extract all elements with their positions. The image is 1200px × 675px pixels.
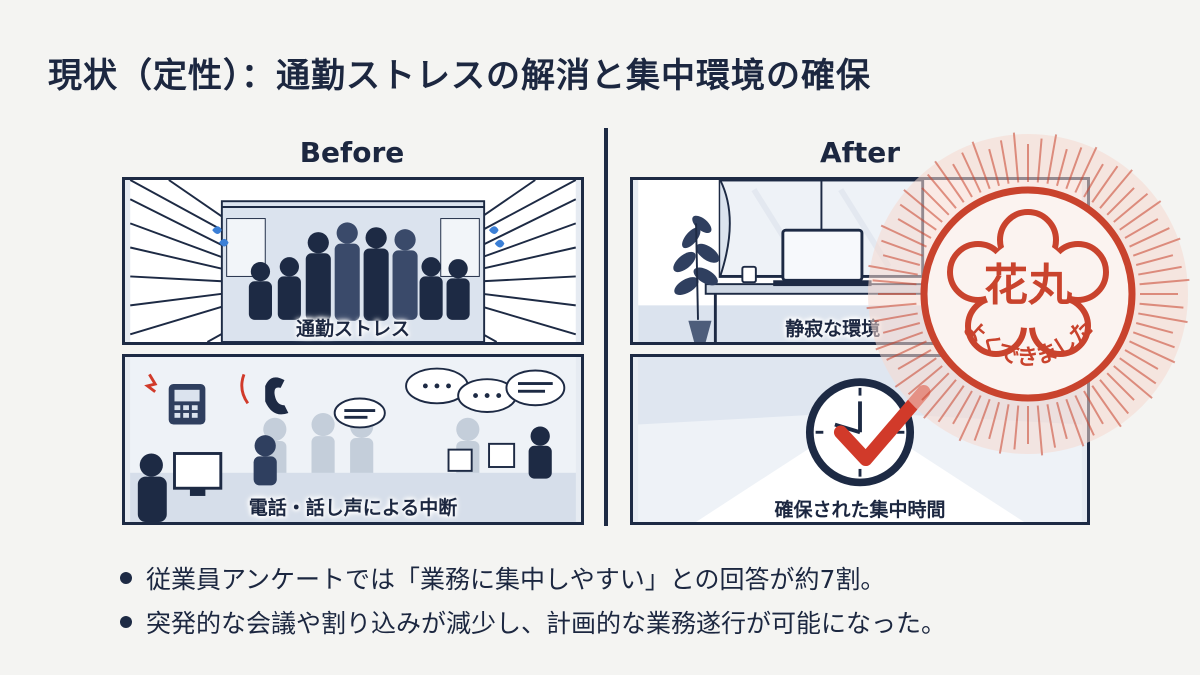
stamp-ray	[1129, 227, 1170, 248]
slide-title: 現状（定性）：通勤ストレスの解消と集中環境の確保	[48, 56, 871, 96]
noisy-office-illustration	[130, 357, 576, 522]
column-divider	[604, 128, 608, 526]
stamp-ray	[894, 357, 937, 388]
stamp-ray	[1046, 404, 1057, 448]
stamp-ray	[1124, 218, 1159, 239]
caption-interruptions: 電話・話し声による中断	[248, 497, 458, 519]
stamp-ray	[1106, 372, 1135, 401]
hanamaru-stamp: 花丸 よくできました	[866, 132, 1190, 456]
bullet-text: 突発的な会議や割り込みが減少し、計画的な業務遂行が可能になった。	[146, 609, 947, 638]
caption-commute-stress: 通勤ストレス	[295, 318, 411, 340]
stamp-ray	[971, 141, 991, 190]
stamp-ray	[1099, 379, 1130, 415]
stamp-ray	[886, 340, 927, 361]
stamp-ray	[998, 404, 1010, 454]
after-heading: After	[819, 136, 901, 169]
stamp-ray	[868, 264, 918, 276]
stamp-ray	[1056, 148, 1068, 187]
stamp-ray	[1138, 265, 1182, 276]
stamp-ray	[934, 160, 965, 203]
stamp-ray	[1132, 331, 1175, 349]
stamp-ray	[952, 163, 973, 198]
stamp-ray	[1139, 278, 1190, 286]
stamp-ray	[926, 173, 957, 209]
stamp-ray	[973, 398, 991, 441]
stamp-ray	[880, 224, 927, 248]
bullet-list: 従業員アンケートでは「業務に集中しやすい」との回答が約7割。 突発的な会議や割り…	[120, 556, 946, 644]
stamp-ray	[875, 331, 924, 351]
stamp-ray	[1135, 254, 1174, 266]
stamp-ray	[1113, 365, 1153, 399]
stamp-ray	[1065, 147, 1083, 190]
stamp-ray	[921, 187, 950, 216]
stamp-ray	[1091, 385, 1122, 428]
stamp-ray	[1036, 405, 1044, 456]
stamp-ray	[1083, 390, 1104, 425]
caption-focus-time: 確保された集中時間	[774, 499, 946, 521]
stamp-ray	[1119, 200, 1162, 231]
stamp-ray	[1091, 165, 1119, 203]
stamp-ray	[1124, 349, 1159, 370]
stamp-ray	[1065, 398, 1085, 447]
bullet-item: 従業員アンケートでは「業務に集中しやすい」との回答が約7割。	[120, 556, 946, 600]
stamp-ray	[881, 239, 924, 257]
stamp-ray	[1046, 134, 1058, 184]
stamp-ray	[988, 148, 1000, 187]
bullet-dot	[120, 572, 132, 584]
stamp-ray	[882, 254, 921, 266]
stamp-ray	[1036, 138, 1043, 183]
stamp-ray	[937, 385, 965, 423]
stamp-ray	[1083, 163, 1104, 198]
stamp-ray	[1013, 405, 1020, 450]
stamp-main-text: 花丸	[984, 260, 1072, 311]
stamp-ray	[874, 312, 918, 323]
stamp-ray	[907, 365, 943, 396]
bullet-dot	[120, 616, 132, 628]
stamp-ray	[1138, 312, 1188, 324]
stamp-ray	[872, 279, 917, 286]
bullet-text: 従業員アンケートでは「業務に集中しやすい」との回答が約7割。	[146, 565, 886, 594]
stamp-ray	[1139, 302, 1184, 309]
stamp-ray	[1113, 192, 1149, 223]
stamp-ray	[899, 203, 937, 231]
stamp-ray	[1129, 340, 1176, 364]
stamp-ray	[923, 379, 957, 419]
stamp-ray	[1012, 132, 1020, 183]
panel-commute-stress: 通勤ストレス	[122, 177, 584, 345]
stamp-ray	[882, 322, 921, 334]
stamp-graphic: 花丸 よくできました	[866, 132, 1190, 456]
stamp-ray	[897, 218, 932, 239]
stamp-ray	[903, 189, 943, 223]
stamp-ray	[988, 401, 1000, 440]
caption-quiet-environment: 静寂な環境	[785, 318, 881, 340]
stamp-ray	[958, 395, 982, 442]
stamp-ray	[866, 302, 917, 310]
stamp-ray	[1056, 401, 1068, 440]
panel-focus-time: 確保された集中時間	[630, 354, 1090, 525]
stamp-ray	[1074, 146, 1098, 193]
stamp-ray	[952, 390, 973, 425]
stamp-ray	[1106, 187, 1135, 216]
stamp-ray	[897, 349, 932, 370]
stamp-ray	[1099, 169, 1133, 209]
before-heading: Before	[299, 136, 405, 169]
crowded-train-illustration	[129, 180, 577, 342]
stamp-ray	[961, 152, 982, 193]
stamp-ray	[1135, 322, 1174, 334]
panel-interruptions: 電話・話し声による中断	[122, 354, 584, 525]
stamp-ray	[921, 372, 950, 401]
stamp-ray	[1074, 395, 1095, 436]
bullet-item: 突発的な会議や割り込みが減少し、計画的な業務遂行が可能になった。	[120, 600, 946, 644]
stamp-ray	[999, 140, 1010, 184]
stamp-ray	[1132, 237, 1181, 257]
stamp-ray	[1119, 357, 1157, 385]
